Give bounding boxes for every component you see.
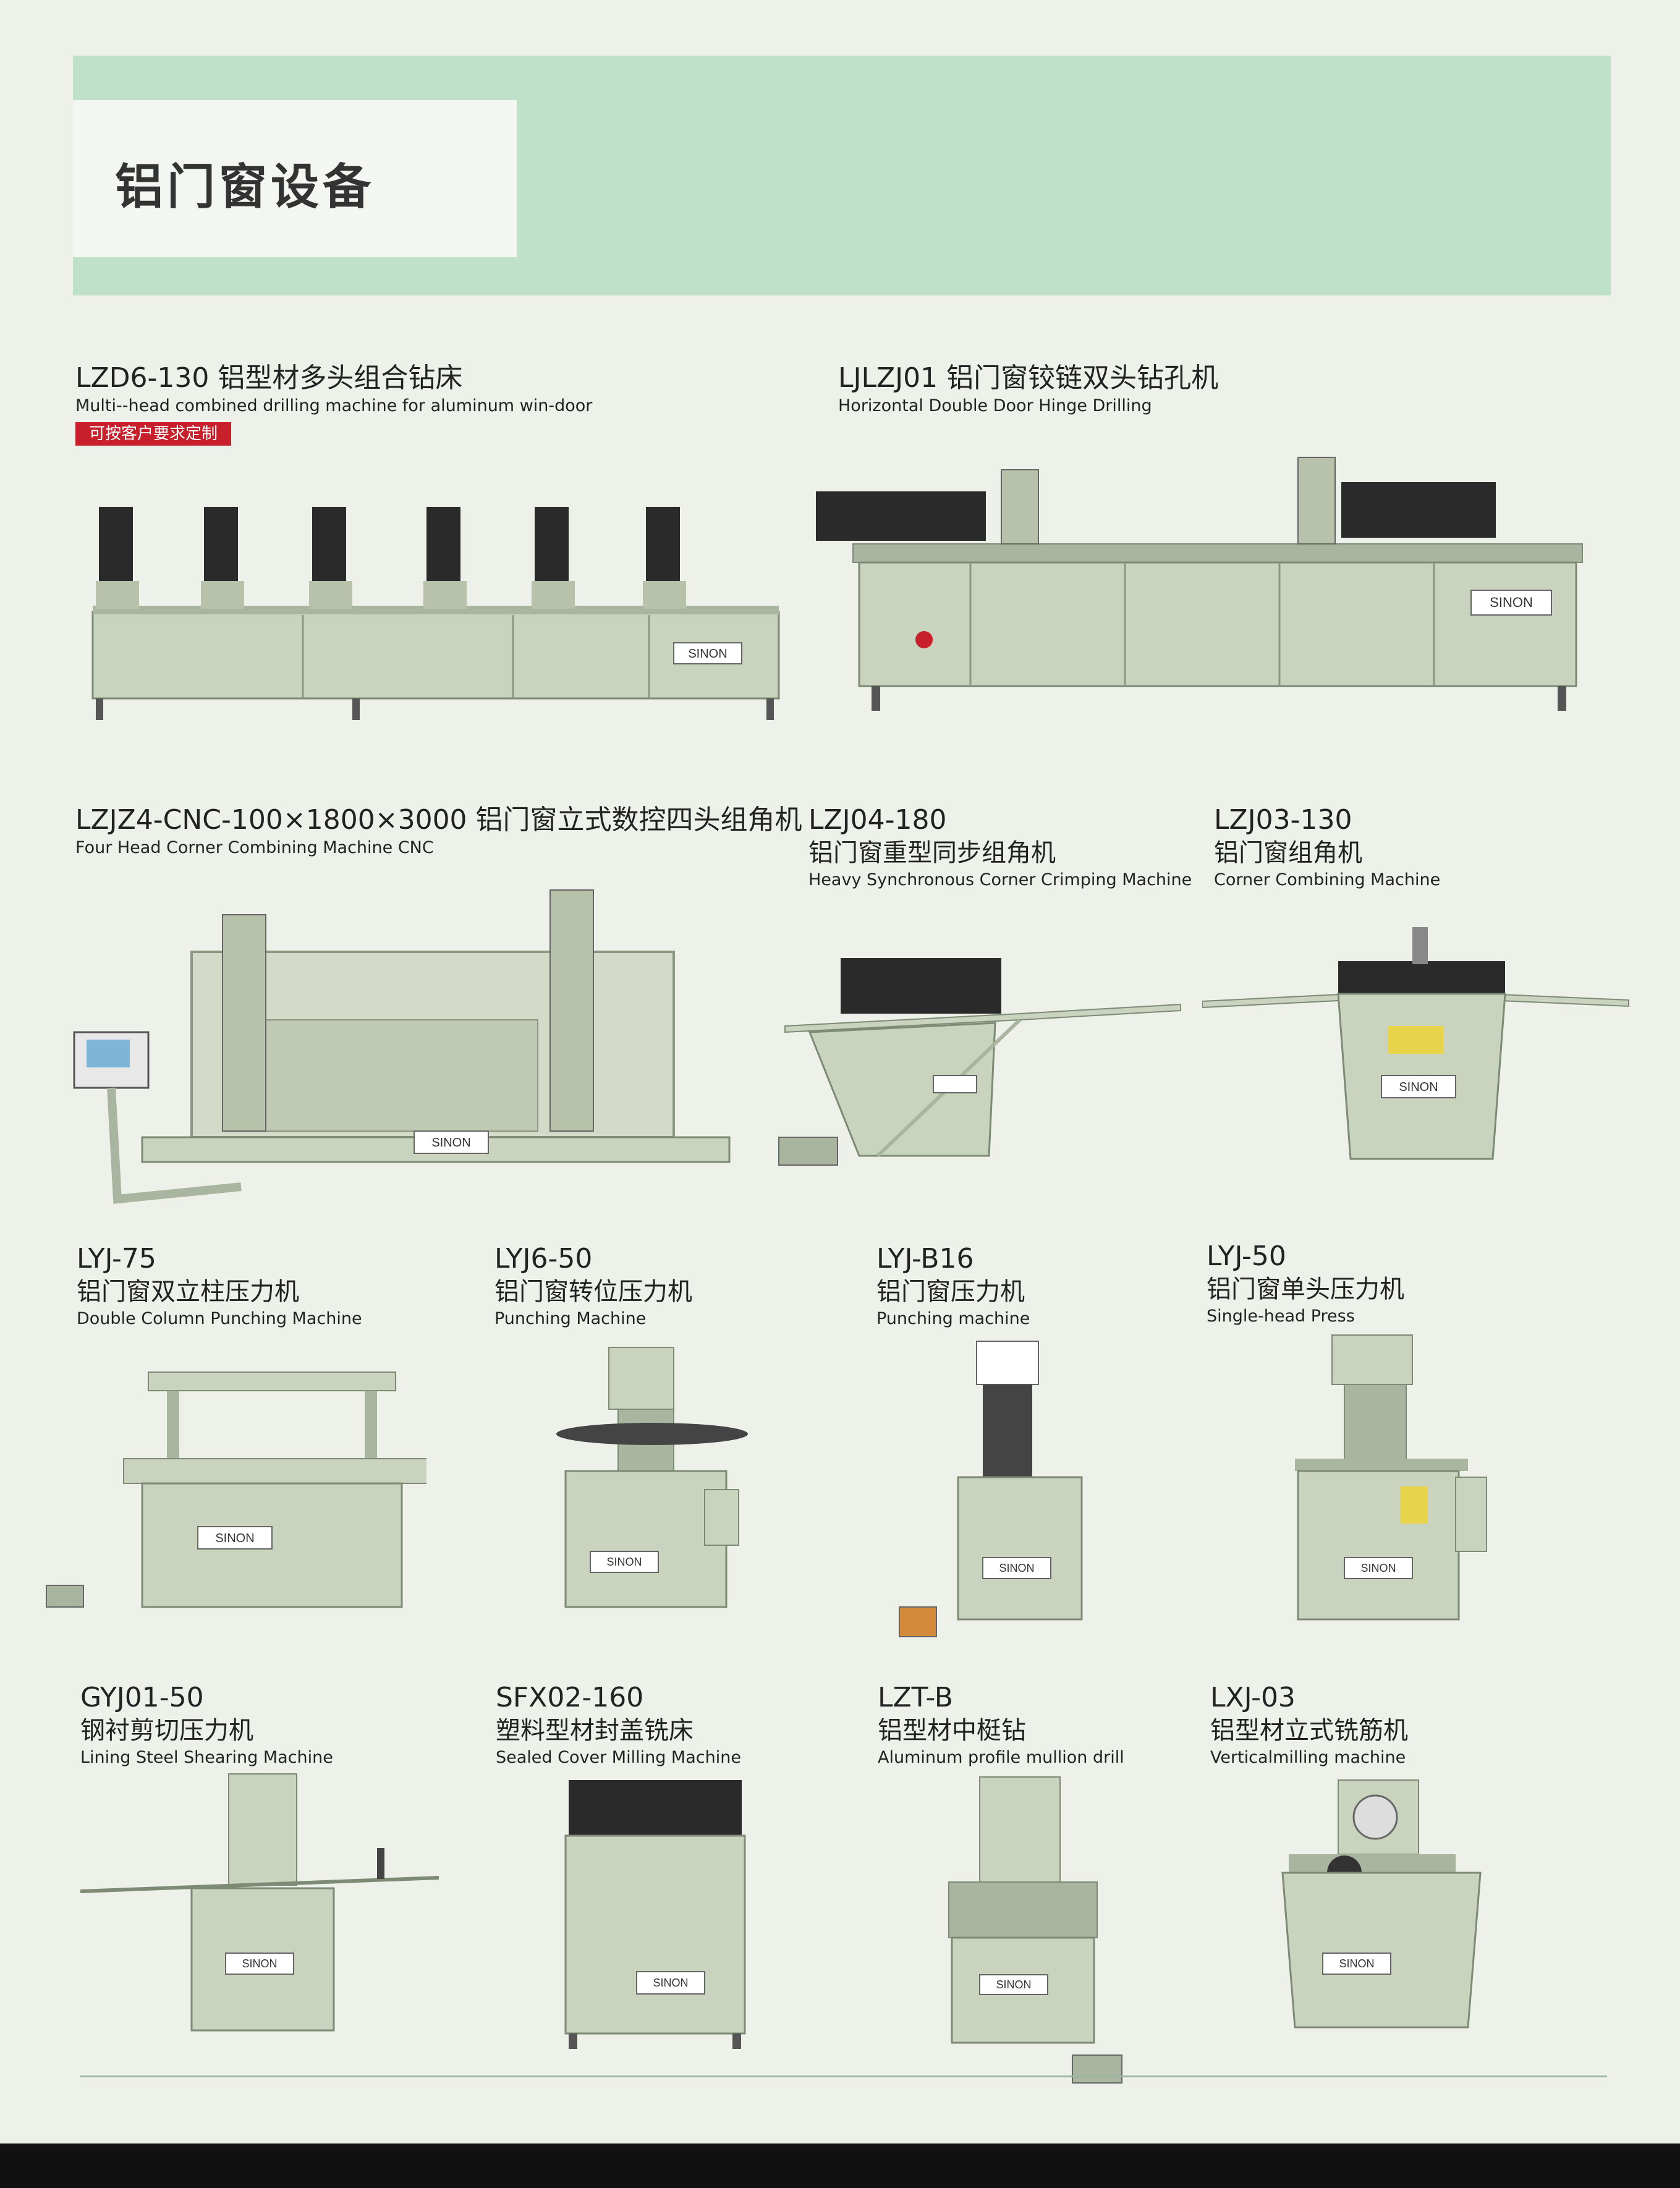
product-lzjz4-cnc: LZJZ4-CNC-100×1800×3000 铝门窗立式数控四头组角机 Fou…: [75, 804, 802, 859]
machine-image-lyj-50: SINON: [1295, 1334, 1487, 1621]
bottom-edge: [0, 2143, 1680, 2188]
product-lyj6-50: LYJ6-50 铝门窗转位压力机 Punching Machine: [494, 1242, 692, 1330]
product-model: GYJ01-50: [80, 1682, 204, 1713]
product-model: LZJ03-130: [1214, 804, 1352, 836]
product-chinese-name: 铝门窗双立柱压力机: [77, 1278, 299, 1306]
brand-label: SINON: [688, 647, 727, 661]
product-english-name: Horizontal Double Door Hinge Drilling: [838, 396, 1152, 415]
product-model: SFX02-160: [496, 1682, 644, 1713]
product-chinese-name: 钢衬剪切压力机: [80, 1716, 253, 1745]
product-lzj03-130: LZJ03-130 铝门窗组角机 Corner Combining Machin…: [1214, 804, 1440, 891]
brand-label: SINON: [606, 1556, 642, 1568]
product-lyj-75: LYJ-75 铝门窗双立柱压力机 Double Column Punching …: [77, 1242, 362, 1330]
brand-label: SINON: [1360, 1562, 1396, 1574]
machine-image-lzj03-130: SINON: [1202, 927, 1629, 1160]
page-title: 铝门窗设备: [115, 159, 375, 215]
product-model: LYJ-50: [1207, 1240, 1286, 1272]
product-gyj01-50: GYJ01-50 钢衬剪切压力机 Lining Steel Shearing M…: [80, 1681, 333, 1769]
machine-image-lzt-b: SINON: [948, 1776, 1122, 2084]
machine-image-sfx02-160: SINON: [564, 1780, 746, 2049]
product-sfx02-160: SFX02-160 塑料型材封盖铣床 Sealed Cover Milling …: [496, 1681, 741, 1769]
product-english-name: Sealed Cover Milling Machine: [496, 1748, 741, 1767]
brand-label: SINON: [1339, 1957, 1374, 1970]
product-chinese-name: 铝门窗转位压力机: [494, 1278, 692, 1306]
machine-image-lzj04-180: [778, 958, 1181, 1166]
product-lzj04-180: LZJ04-180 铝门窗重型同步组角机 Heavy Synchronous C…: [808, 804, 1192, 891]
machine-image-lyj6-50: SINON: [556, 1347, 748, 1608]
product-english-name: Lining Steel Shearing Machine: [80, 1748, 333, 1767]
brand-label: SINON: [1399, 1080, 1438, 1094]
product-english-name: Aluminum profile mullion drill: [878, 1748, 1124, 1767]
brand-label: SINON: [431, 1136, 470, 1150]
product-english-name: Punching machine: [876, 1309, 1030, 1328]
product-model: LYJ6-50: [494, 1243, 593, 1274]
product-chinese-name: 铝门窗组角机: [1214, 839, 1362, 867]
header-title-box: [73, 100, 517, 257]
brand-label: SINON: [653, 1977, 688, 1989]
machine-image-lyj-75: SINON: [46, 1372, 426, 1608]
product-model: LYJ-75: [77, 1243, 156, 1274]
machine-image-lyj-b16: SINON: [899, 1341, 1083, 1637]
product-lzt-b: LZT-B 铝型材中梃钻 Aluminum profile mullion dr…: [878, 1681, 1124, 1769]
product-english-name: Corner Combining Machine: [1214, 870, 1441, 889]
product-lzd6-130: LZD6-130 铝型材多头组合钻床 Multi--head combined …: [75, 362, 592, 446]
product-english-name: Punching Machine: [494, 1309, 647, 1328]
product-lyj-50: LYJ-50 铝门窗单头压力机 Single-head Press: [1207, 1240, 1404, 1328]
machine-image-gyj01-50: SINON: [80, 1773, 439, 2032]
product-chinese-name: 铝型材立式铣筋机: [1210, 1716, 1408, 1745]
product-model: LZT-B: [878, 1682, 953, 1713]
machine-image-lzd6-130: SINON: [91, 507, 780, 720]
product-lyj-b16: LYJ-B16 铝门窗压力机 Punching machine: [876, 1242, 1030, 1330]
product-chinese-name: 铝门窗压力机: [876, 1278, 1025, 1306]
machine-image-lzjz4-cnc: SINON: [73, 889, 731, 1204]
custom-order-badge: 可按客户要求定制: [75, 422, 232, 446]
product-ljlzj01: LJLZJ01 铝门窗铰链双头钻孔机 Horizontal Double Doo…: [838, 362, 1218, 417]
brand-label: SINON: [1490, 595, 1533, 610]
brand-label: SINON: [999, 1562, 1034, 1574]
product-model: LZD6-130 铝型材多头组合钻床: [75, 362, 463, 394]
brand-label: SINON: [242, 1957, 277, 1970]
footer-divider: [80, 2076, 1607, 2077]
product-chinese-name: 铝门窗重型同步组角机: [808, 839, 1056, 867]
product-model: LJLZJ01 铝门窗铰链双头钻孔机: [838, 362, 1219, 394]
machine-image-lxj-03: SINON: [1281, 1779, 1482, 2029]
product-english-name: Four Head Corner Combining Machine CNC: [75, 838, 434, 857]
product-chinese-name: 铝型材中梃钻: [878, 1716, 1026, 1745]
product-model: LZJ04-180: [808, 804, 947, 836]
product-chinese-name: 铝门窗单头压力机: [1207, 1275, 1404, 1304]
product-chinese-name: 塑料型材封盖铣床: [496, 1716, 694, 1745]
product-english-name: Single-head Press: [1207, 1307, 1355, 1326]
product-model: LXJ-03: [1210, 1682, 1296, 1713]
product-model: LYJ-B16: [876, 1243, 974, 1274]
machine-image-ljlzj01: SINON: [816, 457, 1583, 711]
product-english-name: Heavy Synchronous Corner Crimping Machin…: [808, 870, 1192, 889]
brand-label: SINON: [996, 1978, 1031, 1991]
product-english-name: Double Column Punching Machine: [77, 1309, 362, 1328]
product-english-name: Verticalmilling machine: [1210, 1748, 1406, 1767]
product-model: LZJZ4-CNC-100×1800×3000 铝门窗立式数控四头组角机: [75, 804, 802, 836]
product-english-name: Multi--head combined drilling machine fo…: [75, 396, 593, 415]
brand-label: SINON: [215, 1532, 254, 1545]
product-lxj-03: LXJ-03 铝型材立式铣筋机 Verticalmilling machine: [1210, 1681, 1408, 1769]
